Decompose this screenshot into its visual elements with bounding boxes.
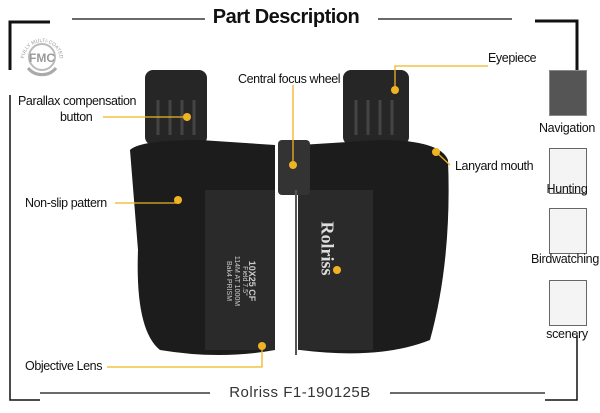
use-label-navigation: Navigation [538, 121, 596, 135]
frame-lines [8, 18, 579, 401]
bird-icon [549, 208, 587, 254]
use-label-scenery: scenery [546, 327, 588, 341]
spec-line-4: Bak4 PRISM [225, 260, 232, 302]
fmc-badge: FULLY MULTI-COATED FMC [20, 38, 64, 77]
brand-print: Rolriss [317, 221, 338, 276]
label-non-slip-pattern: Non-slip pattern [25, 196, 107, 210]
spec-print: 10X25 CF Field 7.5° 114M AT 1000M Bak4 P… [224, 236, 257, 326]
callout-lines [103, 65, 488, 368]
label-parallax-1: Parallax compensation [18, 94, 137, 108]
label-parallax-2: button [60, 110, 93, 124]
use-label-birdwatching: Birdwatching [531, 252, 599, 266]
label-lanyard-mouth: Lanyard mouth [455, 159, 534, 173]
hunter-icon [549, 148, 587, 194]
model-number: Rolriss F1-190125B [223, 384, 377, 401]
spec-line-3: 114M AT 1000M [233, 255, 240, 307]
label-central-focus-wheel: Central focus wheel [238, 72, 341, 86]
fmc-text: FMC [29, 51, 55, 65]
label-objective-lens: Objective Lens [25, 359, 103, 373]
callout-dots [174, 86, 440, 350]
page-title: Part Description [212, 6, 360, 28]
label-eyepiece: Eyepiece [488, 51, 537, 65]
ship-icon [549, 70, 587, 116]
binoculars [130, 70, 449, 355]
spec-line-1: 10X25 CF [247, 260, 257, 302]
scenery-icon [549, 280, 587, 326]
spec-line-2: Field 7.5° [241, 266, 248, 296]
use-label-hunting: Hunting [546, 182, 588, 196]
